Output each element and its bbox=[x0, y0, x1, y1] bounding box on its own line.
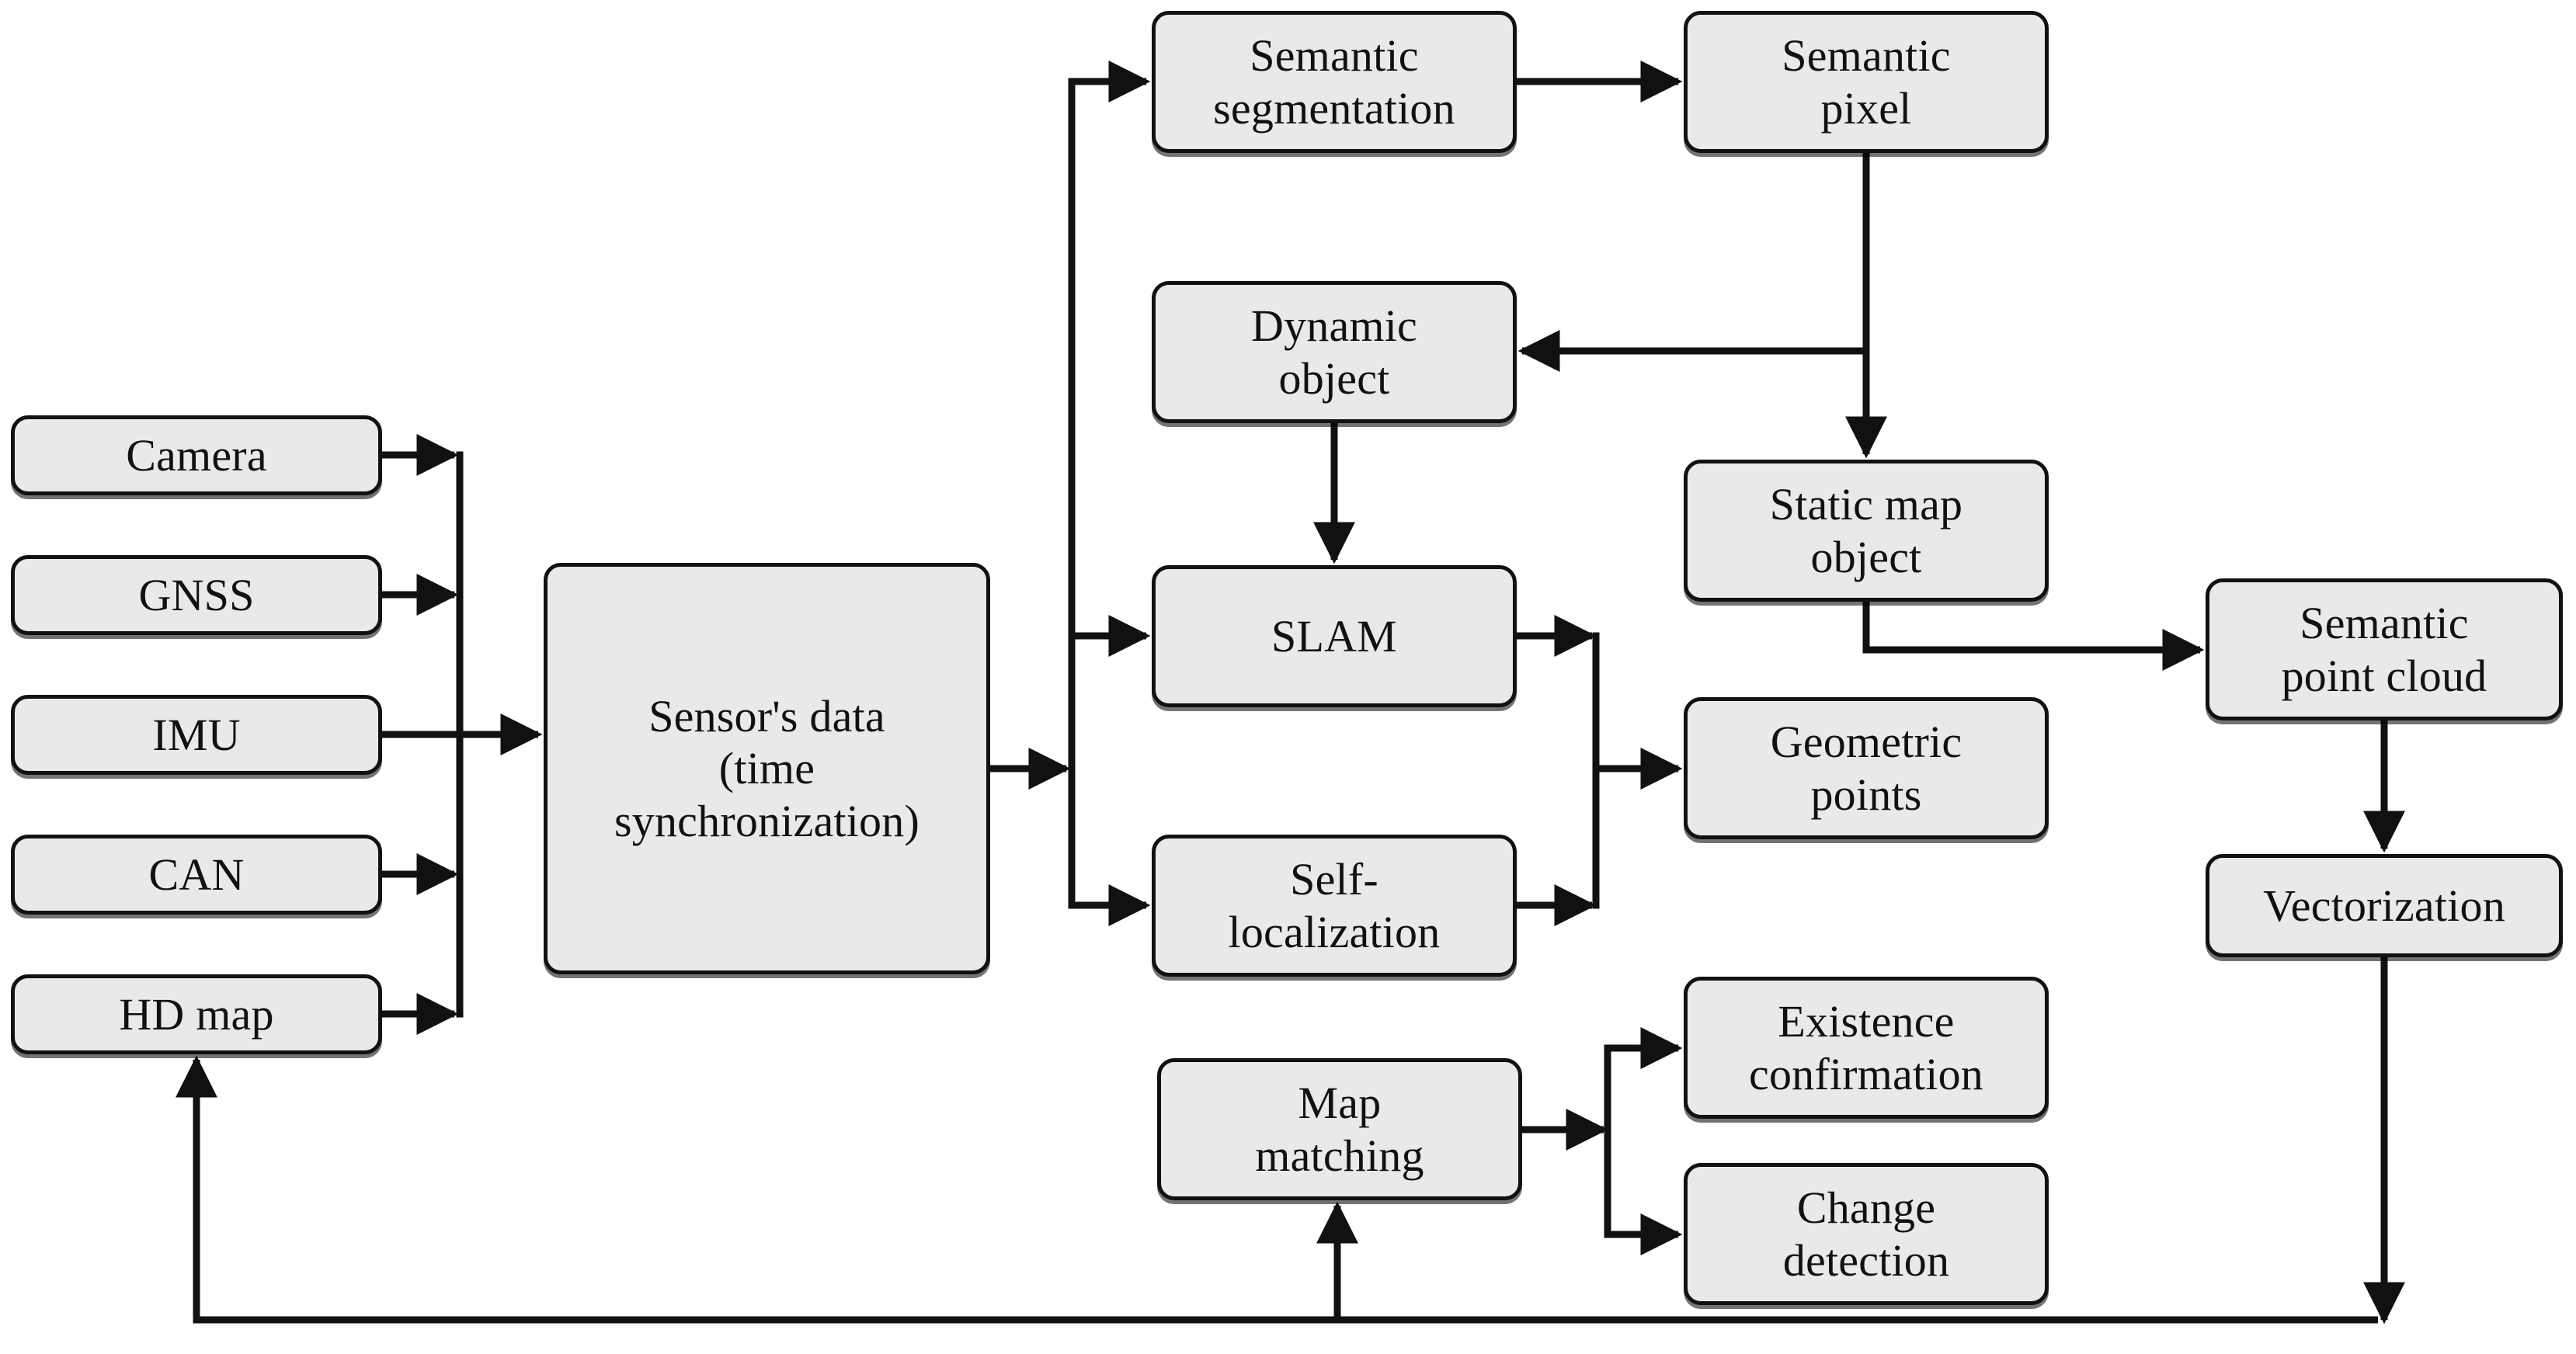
node-sensors-data[interactable]: Sensor's data (time synchronization) bbox=[544, 563, 990, 974]
node-self-localization[interactable]: Self- localization bbox=[1152, 835, 1517, 977]
node-vectorization[interactable]: Vectorization bbox=[2206, 854, 2563, 957]
node-map-matching[interactable]: Map matching bbox=[1157, 1058, 1522, 1200]
node-semantic-point-cloud[interactable]: Semantic point cloud bbox=[2206, 578, 2563, 720]
node-dynamic-object[interactable]: Dynamic object bbox=[1152, 281, 1517, 423]
node-camera[interactable]: Camera bbox=[11, 415, 382, 495]
node-can[interactable]: CAN bbox=[11, 835, 382, 915]
node-existence-confirmation[interactable]: Existence confirmation bbox=[1684, 977, 2049, 1119]
node-imu[interactable]: IMU bbox=[11, 695, 382, 775]
node-geometric-points[interactable]: Geometric points bbox=[1684, 697, 2049, 839]
edge-pixel-to-dynamic bbox=[1517, 153, 1870, 372]
node-change-detection[interactable]: Change detection bbox=[1684, 1163, 2049, 1305]
node-slam[interactable]: SLAM bbox=[1152, 565, 1517, 707]
node-static-map-object[interactable]: Static map object bbox=[1684, 460, 2049, 602]
node-semantic-pixel[interactable]: Semantic pixel bbox=[1684, 11, 2049, 153]
node-hd-map[interactable]: HD map bbox=[11, 974, 382, 1054]
node-semantic-segmentation[interactable]: Semantic segmentation bbox=[1152, 11, 1517, 153]
node-gnss[interactable]: GNSS bbox=[11, 555, 382, 635]
edge-static-to-point-cloud bbox=[1862, 602, 2205, 671]
